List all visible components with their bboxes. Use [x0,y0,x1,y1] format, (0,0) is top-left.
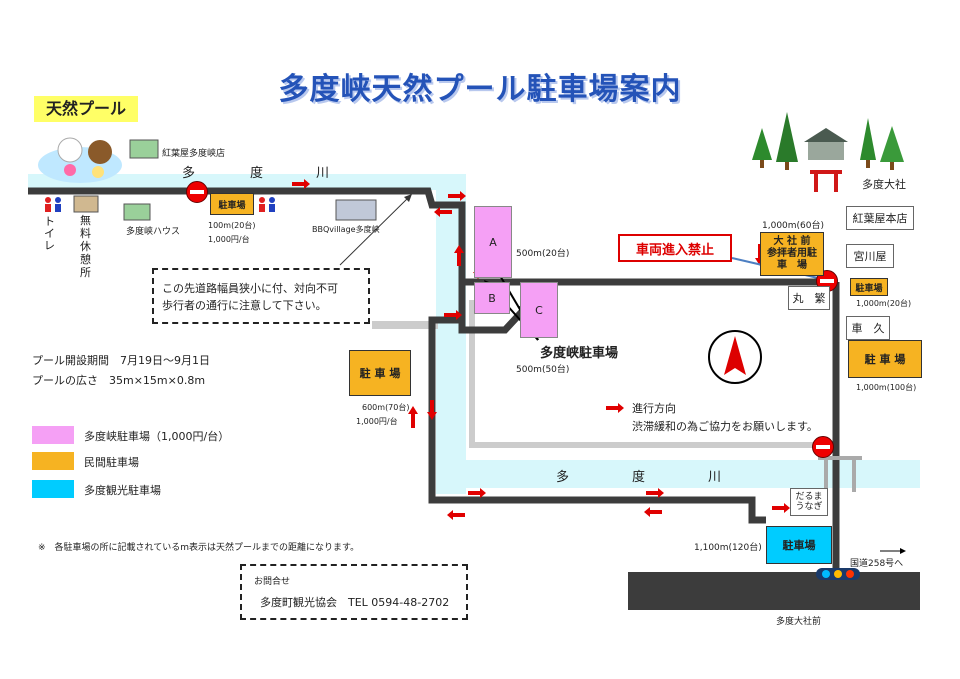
river-char: 川 [708,470,722,485]
river-char: 度 [250,166,264,181]
lot-distance: 500m(50台) [516,365,570,375]
legend-swatch-cyan [32,480,74,498]
caution-line1: この先道路幅員狭小に付、対向不可 [162,282,338,295]
river-char: 度 [632,470,646,485]
parking-lot-right-big: 駐 車 場 [848,340,922,378]
bbq-icon [335,199,377,221]
pool-period: プール開設期間 7月19日～9月1日 [32,354,210,367]
compass [708,330,762,384]
no-entry-icon [812,436,834,458]
lot-price: 1,000円/台 [356,417,398,426]
parking-lot-c: C [520,282,558,338]
pool-illustration-icon [38,137,122,183]
contact-box [240,564,468,620]
parking-lot-top: 駐車場 [210,193,254,215]
momijiya-main-label: 紅葉屋本店 [846,206,914,230]
parking-lot-right-small: 駐車場 [850,278,888,296]
caution-box [152,268,370,324]
shop-house-icon [129,139,159,159]
pool-size: プールの広さ 35m×15m×0.8m [32,374,206,387]
lot-distance: 1,000m(100台) [856,383,917,392]
tadokyo-house-icon [123,203,151,221]
no-entry-label: 車両進入禁止 [618,234,732,262]
legend-label: 民間駐車場 [84,456,139,469]
taisha-mae-label: 多度大社前 [776,617,822,627]
river-char: 多 [556,470,570,485]
parking-lot-b: B [474,282,510,314]
contact-heading: お問合せ [254,577,291,587]
no-entry-icon [186,181,208,203]
shrine-lot-line: 参拝者用駐 [767,248,817,259]
river-bottom [436,460,920,488]
legend-swatch-pink [32,426,74,444]
parking-lot-a: A [474,206,512,278]
compass-label: N [738,338,745,348]
lot-distance: 500m(20台) [516,249,570,259]
legend-swatch-orange [32,452,74,470]
page-title: 多度峡天然プール駐車場案内 [278,72,682,107]
route258-label: 国道258号へ [850,559,904,569]
shrine-label: 多度大社 [862,178,906,191]
river-char: 多 [182,166,196,181]
rest-area-icon [73,195,99,213]
shrine-lot-line: 大 社 前 [773,236,811,247]
lot-distance: 1,000m(20台) [856,299,912,308]
toilet-icon [45,197,61,212]
side-road-inner [469,300,820,448]
parking-lot-left: 駐 車 場 [349,350,411,396]
momijiya-shop-label: 紅葉屋多度峡店 [162,149,226,159]
toilet-label: トイレ [44,215,55,252]
tree-icons [752,112,904,170]
river-top [28,174,440,190]
lot-distance: 100m(20台) [208,221,256,230]
kurumakyu-label: 車 久 [846,316,890,340]
toilet-icon-2 [259,197,275,212]
parking-lot-bottom: 駐車場 [766,526,832,564]
caution-line2: 歩行者の通行に注意して下さい。 [162,299,327,312]
marushige-label: 丸 繁 [788,286,830,310]
tadokyo-house-label: 多度峡ハウス [126,227,181,237]
rest-area-label: 無料休憩所 [80,214,91,279]
legend-label: 多度峡駐車場（1,000円/台） [84,430,230,443]
national-road [628,572,920,610]
river-char: 川 [316,166,330,181]
lot-price: 1,000円/台 [208,235,250,244]
contact-line: 多度町観光協会 TEL 0594-48-2702 [260,596,450,609]
lot-distance: 1,000m(60台) [762,221,825,231]
caution-pointer [339,195,411,266]
lot-distance: 600m(70台) [362,403,410,412]
shrine-lot-line: 車 場 [777,260,807,271]
lot-distance: 1,100m(120台) [694,543,762,553]
gorge-lot-label: 多度峡駐車場 [540,346,619,361]
footnote: ※ 各駐車場の所に記載されているm表示は天然プールまでの距離になります。 [38,543,360,553]
daruma-label: だるま うなぎ [790,488,828,516]
direction-label: 進行方向 [632,402,676,415]
shrine-building-icon [804,128,848,160]
bbq-label: BBQvillage多度峡 [312,225,380,234]
right-arrow-icon [880,548,906,554]
torii-icon [810,170,842,192]
parking-lot-shrine: 大 社 前 参拝者用駐 車 場 [760,232,824,276]
torii-icon-bottom [818,456,862,492]
miyagawaya-label: 宮川屋 [846,244,894,268]
legend-label: 多度観光駐車場 [84,484,161,497]
pool-label: 天然プール [34,96,138,122]
direction-note: 渋滞緩和の為ご協力をお願いします。 [632,420,818,433]
